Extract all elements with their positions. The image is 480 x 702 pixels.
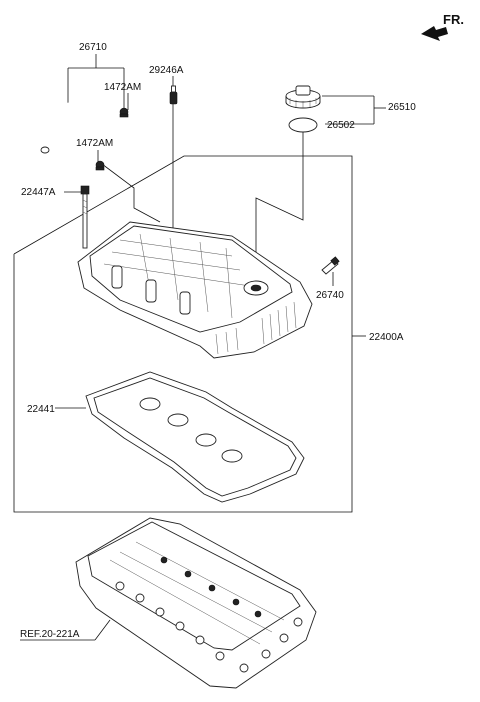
front-direction-indicator: FR. [421,12,464,41]
label-bolt: 22447A [21,187,56,198]
oil-sensor [321,256,340,275]
label-cover-gasket: 22441 [27,404,55,415]
label-sensor: 26740 [316,290,344,301]
label-cap-gasket: 26502 [327,120,355,131]
breather-hose [37,102,121,154]
label-cover-assy: 22400A [369,332,404,343]
cap-gasket [288,117,318,133]
label-hose: 26710 [79,42,107,53]
front-label: FR. [443,12,464,27]
svg-text:REF.20-221A: REF.20-221A [20,629,80,640]
assembly-boundary [13,155,353,513]
cover-bolt [80,185,90,249]
hose-clip-lower [95,160,105,171]
ref-prefix: REF. [20,629,42,640]
label-clip-lower: 1472AM [76,138,113,149]
leader-lines [55,54,386,409]
ref-number: 20-221A [42,629,80,640]
hose-clip-upper [119,107,129,118]
label-oil-cap: 26510 [388,102,416,113]
reference-label: REF.20-221A [20,619,111,641]
front-arrow-icon [421,26,448,41]
pcv-valve [169,85,178,105]
cylinder-head [75,517,317,689]
label-clip-upper: 1472AM [104,82,141,93]
cover-gasket [85,371,305,503]
oil-filler-cap [285,85,321,109]
label-pcv-valve: 29246A [149,65,184,76]
cylinder-head-cover [77,221,313,359]
